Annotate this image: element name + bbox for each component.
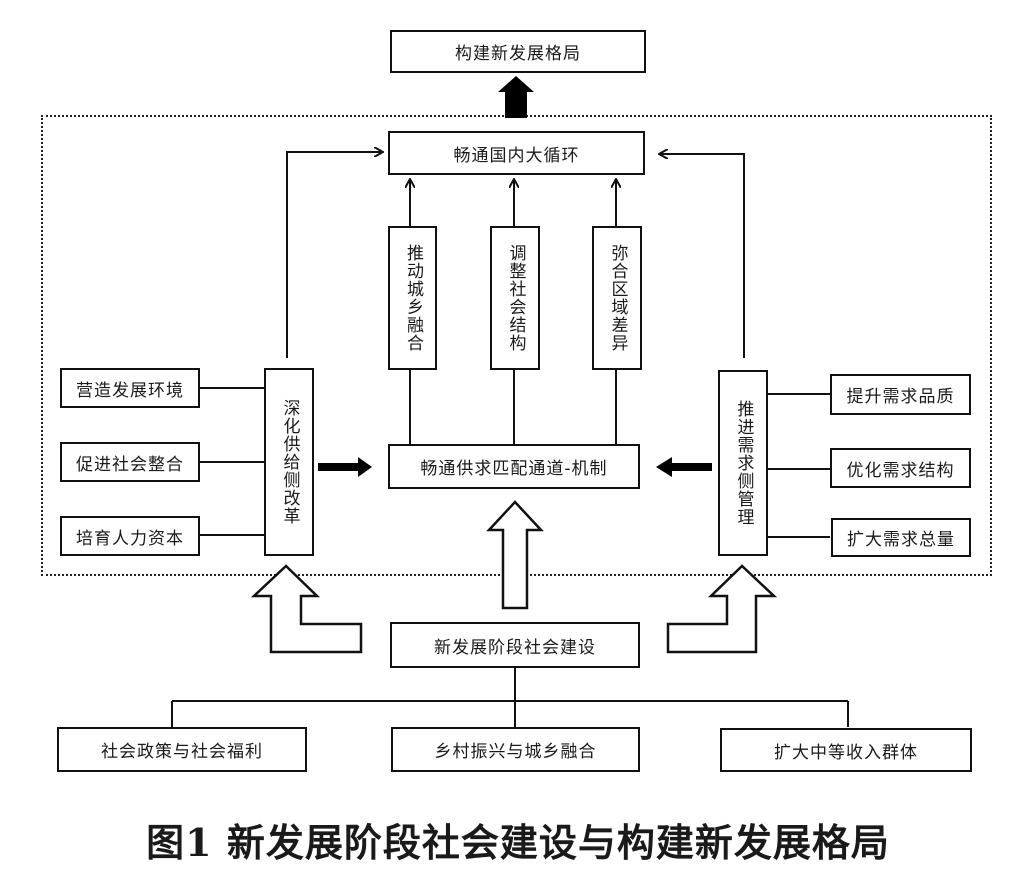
supply-item-box: 培育人力资本 xyxy=(60,516,200,556)
mechanism-box-social-structure: 调整社会结构 xyxy=(490,226,540,370)
pillar-box-rural-revitalization: 乡村振兴与城乡融合 xyxy=(391,727,640,772)
demand-item-box: 提升需求品质 xyxy=(830,374,971,415)
top-goal-box: 构建新发展格局 xyxy=(390,30,646,73)
figure-caption: 图1 新发展阶段社会建设与构建新发展格局 xyxy=(146,820,890,865)
supply-item-box: 促进社会整合 xyxy=(60,442,200,482)
mechanism-box-regional: 弥合区域差异 xyxy=(592,226,642,370)
solid-left-arrow xyxy=(656,457,712,477)
mechanism-box-urban-rural: 推动城乡融合 xyxy=(388,226,437,370)
domestic-circulation-box: 畅通国内大循环 xyxy=(388,131,645,175)
hollow-l-arrow-left xyxy=(250,564,363,654)
pillar-box-middle-income: 扩大中等收入群体 xyxy=(720,728,972,772)
foundation-box: 新发展阶段社会建设 xyxy=(390,622,640,668)
demand-item-box: 扩大需求总量 xyxy=(831,518,971,557)
supply-item-box: 营造发展环境 xyxy=(60,368,200,408)
demand-side-box: 推进需求侧管理 xyxy=(718,370,768,556)
solid-right-arrow xyxy=(318,457,372,477)
hollow-up-arrow-center xyxy=(486,500,544,610)
solid-up-arrow xyxy=(498,76,534,118)
supply-to-circulation-arrow xyxy=(286,152,382,358)
hollow-l-arrow-right xyxy=(666,564,778,654)
pillar-box-social-policy: 社会政策与社会福利 xyxy=(57,727,307,772)
demand-item-box: 优化需求结构 xyxy=(830,448,971,488)
demand-to-circulation-arrow xyxy=(660,154,745,358)
supply-side-box: 深化供给侧改革 xyxy=(264,368,314,556)
matching-channel-box: 畅通供求匹配通道-机制 xyxy=(388,444,640,489)
